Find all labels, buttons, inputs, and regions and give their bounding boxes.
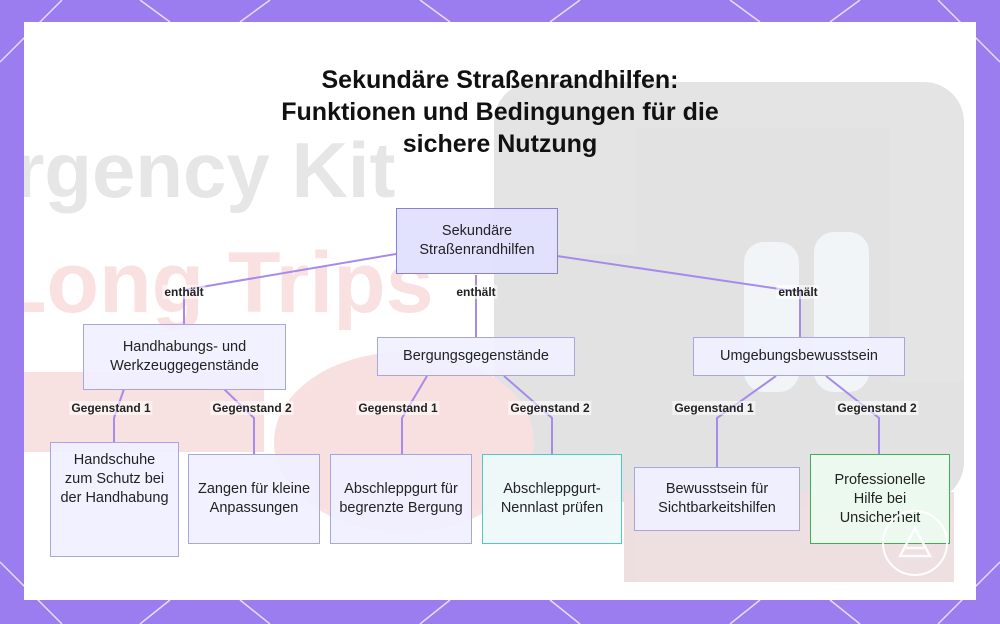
edge-label-handling-item1: Gegenstand 1	[69, 401, 153, 415]
edge-awareness-visibility	[716, 375, 777, 467]
node-awareness: Umgebungsbewusstsein	[693, 337, 905, 376]
edge-label-contains-1: enthält	[162, 285, 206, 299]
node-gloves: Handschuhe zum Schutz bei der Handhabung	[50, 442, 179, 557]
diagram-card: rgency Kit Long Trips Sekundäre Straßenr…	[24, 22, 976, 600]
title-line-2: Funktionen und Bedingungen für die	[281, 98, 719, 126]
edge-handling-gloves	[113, 388, 125, 442]
background-text-1: rgency Kit	[24, 126, 395, 214]
edge-awareness-professional	[825, 375, 880, 454]
node-pliers: Zangen für kleine Anpassungen	[188, 454, 320, 544]
node-handling: Handhabungs- und Werkzeuggegenstände	[83, 324, 286, 390]
edge-recovery-strapcheck	[503, 375, 553, 454]
node-strap: Abschleppgurt für begrenzte Bergung	[330, 454, 472, 544]
edge-root-handling	[183, 253, 397, 324]
edge-label-recovery-item1: Gegenstand 1	[356, 401, 440, 415]
node-strap-check: Abschleppgurt-Nennlast prüfen	[482, 454, 622, 544]
title-line-1: Sekundäre Straßenrandhilfen:	[321, 66, 679, 94]
edge-label-contains-3: enthält	[776, 285, 820, 299]
node-root: Sekundäre Straßenrandhilfen	[396, 208, 558, 274]
edge-label-awareness-item2: Gegenstand 2	[835, 401, 919, 415]
title-line-3: sichere Nutzung	[402, 130, 598, 158]
edge-label-contains-2: enthält	[454, 285, 498, 299]
node-visibility: Bewusstsein für Sichtbarkeitshilfen	[634, 467, 800, 531]
edge-label-handling-item2: Gegenstand 2	[210, 401, 294, 415]
edge-root-awareness	[556, 255, 801, 337]
edge-label-recovery-item2: Gegenstand 2	[508, 401, 592, 415]
edge-recovery-strap	[401, 375, 428, 454]
brand-logo-icon	[882, 510, 948, 576]
node-professional: Professionelle Hilfe bei Unsicherheit	[810, 454, 950, 544]
node-recovery: Bergungsgegenstände	[377, 337, 575, 376]
page-title: Sekundäre Straßenrandhilfen: Funktionen …	[24, 64, 976, 160]
edge-label-awareness-item1: Gegenstand 1	[672, 401, 756, 415]
edge-handling-pliers	[223, 388, 255, 454]
